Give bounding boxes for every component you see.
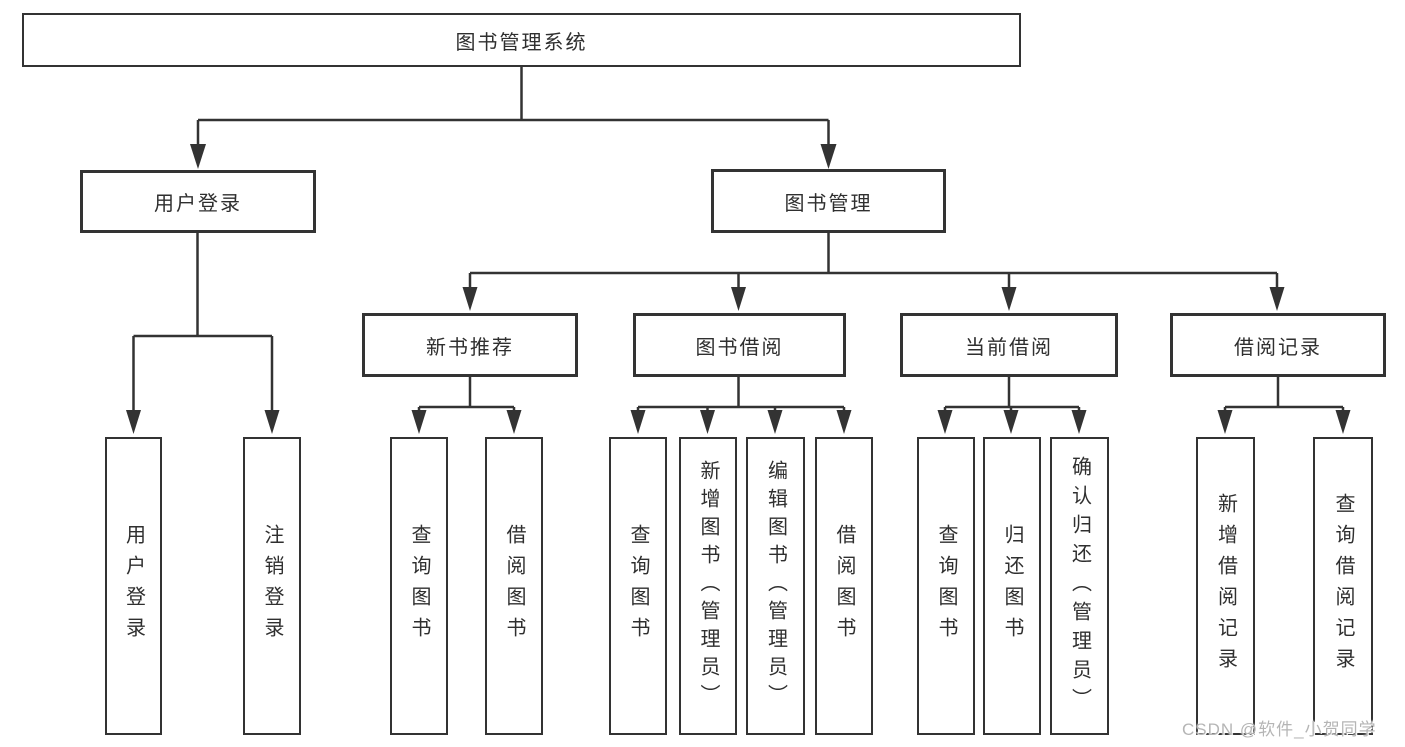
leaf-borrow-query-books: 查询图书 bbox=[609, 437, 667, 735]
leaf-logout: 注销登录 bbox=[243, 437, 301, 735]
leaf-borrow-edit-books-admin: 编辑图书（管理员） bbox=[746, 437, 805, 735]
node-borrow-records: 借阅记录 bbox=[1170, 313, 1386, 377]
leaf-records-query-record: 查询借阅记录 bbox=[1313, 437, 1373, 735]
leaf-recommend-query-books: 查询图书 bbox=[390, 437, 448, 735]
node-new-book-recommend: 新书推荐 bbox=[362, 313, 578, 377]
leaf-user-login: 用户登录 bbox=[105, 437, 162, 735]
leaf-records-add-record: 新增借阅记录 bbox=[1196, 437, 1255, 735]
node-book-management: 图书管理 bbox=[711, 169, 946, 233]
csdn-watermark: CSDN @软件_小贺同学 bbox=[1182, 720, 1377, 739]
leaf-borrow-add-books-admin: 新增图书（管理员） bbox=[679, 437, 737, 735]
leaf-current-query-books: 查询图书 bbox=[917, 437, 975, 735]
node-current-borrow: 当前借阅 bbox=[900, 313, 1118, 377]
leaf-borrow-borrow-books: 借阅图书 bbox=[815, 437, 873, 735]
node-book-borrow: 图书借阅 bbox=[633, 313, 846, 377]
leaf-current-confirm-return-admin: 确认归还（管理员） bbox=[1050, 437, 1109, 735]
node-user-login: 用户登录 bbox=[80, 170, 316, 233]
leaf-recommend-borrow-books: 借阅图书 bbox=[485, 437, 543, 735]
node-root: 图书管理系统 bbox=[22, 13, 1021, 67]
leaf-current-return-books: 归还图书 bbox=[983, 437, 1041, 735]
